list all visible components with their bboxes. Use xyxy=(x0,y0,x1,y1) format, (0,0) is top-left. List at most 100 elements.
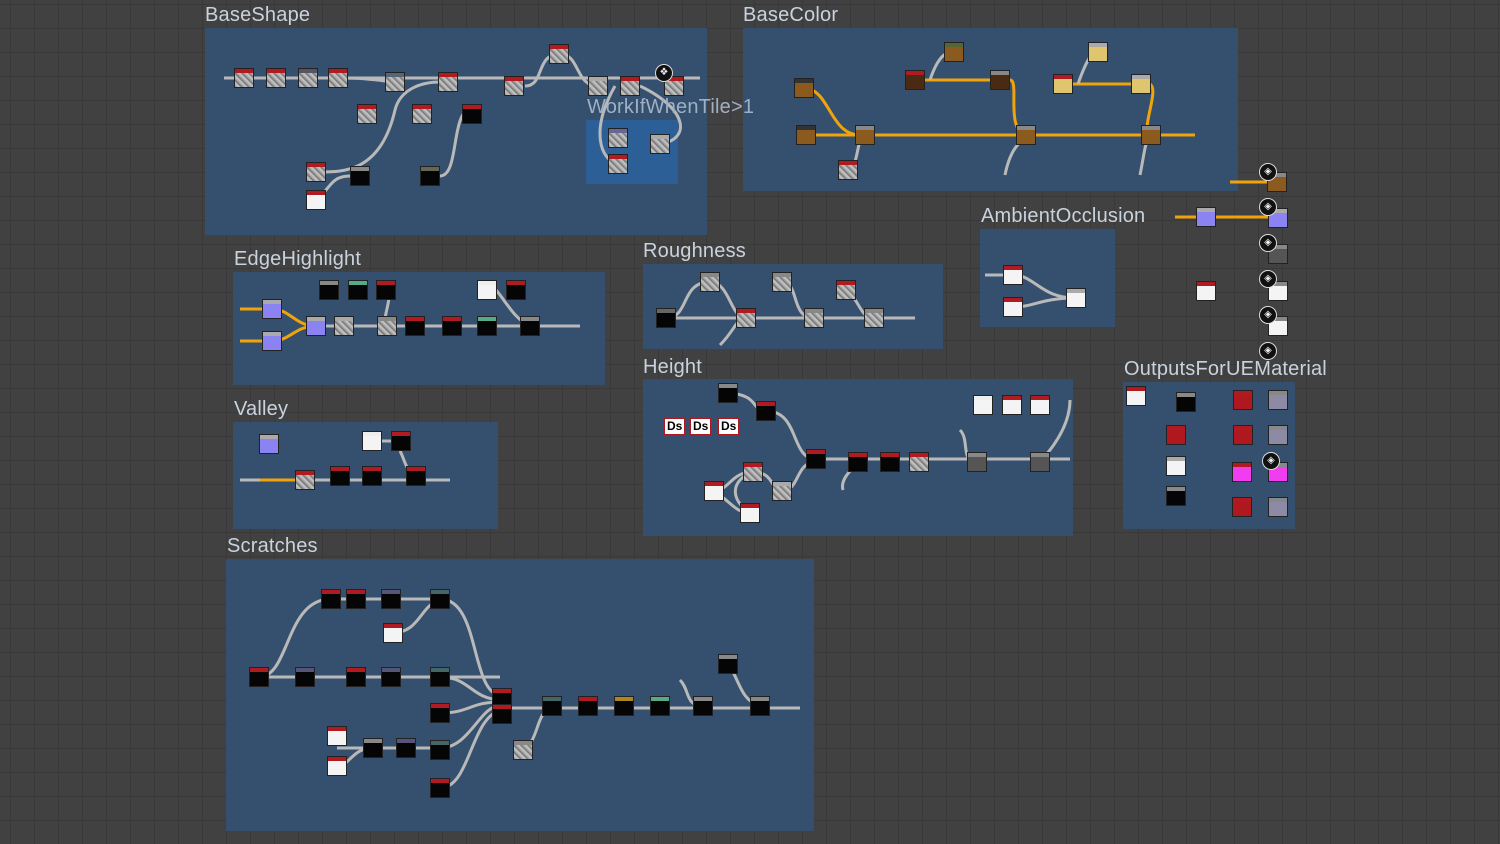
height-node-ds-1[interactable]: Ds xyxy=(664,418,686,435)
graph-node[interactable] xyxy=(656,308,676,328)
graph-node[interactable] xyxy=(334,316,354,336)
graph-node[interactable] xyxy=(1232,497,1252,517)
graph-node[interactable] xyxy=(477,280,497,300)
graph-node[interactable] xyxy=(743,462,763,482)
graph-node[interactable] xyxy=(794,78,814,98)
graph-node[interactable] xyxy=(1066,288,1086,308)
graph-node[interactable] xyxy=(772,481,792,501)
graph-node[interactable] xyxy=(381,667,401,687)
graph-node[interactable] xyxy=(396,738,416,758)
graph-node[interactable] xyxy=(1268,497,1288,517)
graph-node[interactable] xyxy=(1176,392,1196,412)
graph-node[interactable] xyxy=(1002,395,1022,415)
graph-node[interactable] xyxy=(430,589,450,609)
graph-node[interactable] xyxy=(855,125,875,145)
height-node-ds-2[interactable]: Ds xyxy=(690,418,712,435)
graph-node[interactable] xyxy=(406,466,426,486)
graph-node[interactable] xyxy=(1030,452,1050,472)
graph-node[interactable] xyxy=(492,688,512,708)
graph-node[interactable] xyxy=(1166,425,1186,445)
frame-ambientocclusion[interactable] xyxy=(980,229,1115,327)
graph-node[interactable] xyxy=(1003,297,1023,317)
graph-node[interactable] xyxy=(430,667,450,687)
graph-node[interactable] xyxy=(804,308,824,328)
graph-node[interactable] xyxy=(405,316,425,336)
graph-node[interactable] xyxy=(430,703,450,723)
graph-node[interactable] xyxy=(346,589,366,609)
graph-node[interactable] xyxy=(973,395,993,415)
graph-node[interactable] xyxy=(718,383,738,403)
graph-node[interactable] xyxy=(1268,390,1288,410)
graph-node[interactable] xyxy=(664,76,684,96)
graph-node[interactable] xyxy=(608,128,628,148)
graph-node[interactable] xyxy=(578,696,598,716)
graph-node[interactable] xyxy=(1233,390,1253,410)
output-preview-icon[interactable]: ❖ xyxy=(655,64,673,82)
graph-node[interactable] xyxy=(944,42,964,62)
graph-node[interactable] xyxy=(462,104,482,124)
graph-node[interactable] xyxy=(796,125,816,145)
graph-node[interactable] xyxy=(477,316,497,336)
graph-node[interactable] xyxy=(298,68,318,88)
graph-node[interactable] xyxy=(266,68,286,88)
graph-node[interactable] xyxy=(1166,486,1186,506)
frame-roughness[interactable] xyxy=(643,264,943,349)
graph-node[interactable] xyxy=(1003,265,1023,285)
graph-node[interactable] xyxy=(350,166,370,186)
output-preview-icon[interactable]: ◈ xyxy=(1262,452,1280,470)
output-preview-icon[interactable]: ◈ xyxy=(1259,270,1277,288)
graph-node[interactable] xyxy=(346,667,366,687)
graph-node[interactable] xyxy=(504,76,524,96)
graph-node[interactable] xyxy=(259,434,279,454)
graph-node[interactable] xyxy=(321,589,341,609)
graph-node[interactable] xyxy=(442,316,462,336)
graph-node[interactable] xyxy=(1166,456,1186,476)
graph-node[interactable] xyxy=(718,654,738,674)
graph-node[interactable] xyxy=(864,308,884,328)
graph-node[interactable] xyxy=(1232,462,1252,482)
graph-node[interactable] xyxy=(295,667,315,687)
graph-node[interactable] xyxy=(549,44,569,64)
graph-node[interactable] xyxy=(1053,74,1073,94)
graph-node[interactable] xyxy=(330,466,350,486)
graph-node[interactable] xyxy=(836,280,856,300)
output-preview-icon[interactable]: ◈ xyxy=(1259,342,1277,360)
graph-node[interactable] xyxy=(412,104,432,124)
graph-node[interactable] xyxy=(1131,74,1151,94)
graph-node[interactable] xyxy=(306,190,326,210)
graph-node[interactable] xyxy=(1016,125,1036,145)
graph-node[interactable] xyxy=(750,696,770,716)
graph-node[interactable] xyxy=(1196,207,1216,227)
graph-node[interactable] xyxy=(376,280,396,300)
graph-node[interactable] xyxy=(319,280,339,300)
graph-node[interactable] xyxy=(1196,281,1216,301)
graph-node[interactable] xyxy=(608,154,628,174)
graph-node[interactable] xyxy=(614,696,634,716)
graph-node[interactable] xyxy=(357,104,377,124)
graph-node[interactable] xyxy=(234,68,254,88)
graph-node[interactable] xyxy=(391,431,411,451)
graph-node[interactable] xyxy=(772,272,792,292)
graph-node[interactable] xyxy=(905,70,925,90)
graph-node[interactable] xyxy=(880,452,900,472)
graph-node[interactable] xyxy=(363,738,383,758)
graph-node[interactable] xyxy=(848,452,868,472)
graph-node[interactable] xyxy=(1126,386,1146,406)
graph-node[interactable] xyxy=(700,272,720,292)
graph-node[interactable] xyxy=(736,308,756,328)
output-preview-icon[interactable]: ◈ xyxy=(1259,198,1277,216)
height-node-ds-3[interactable]: Ds xyxy=(718,418,740,435)
graph-node[interactable] xyxy=(438,72,458,92)
graph-node[interactable] xyxy=(348,280,368,300)
graph-node[interactable] xyxy=(328,68,348,88)
graph-node[interactable] xyxy=(327,726,347,746)
graph-node[interactable] xyxy=(990,70,1010,90)
graph-node[interactable] xyxy=(620,76,640,96)
graph-node[interactable] xyxy=(249,667,269,687)
graph-node[interactable] xyxy=(513,740,533,760)
graph-node[interactable] xyxy=(506,280,526,300)
graph-node[interactable] xyxy=(327,756,347,776)
graph-node[interactable] xyxy=(693,696,713,716)
graph-node[interactable] xyxy=(430,778,450,798)
graph-node[interactable] xyxy=(262,331,282,351)
